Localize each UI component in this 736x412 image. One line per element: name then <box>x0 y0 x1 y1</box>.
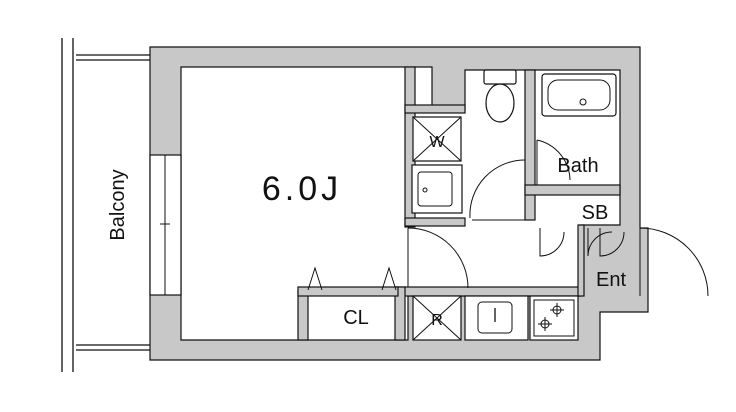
fridge-marker: R <box>431 312 443 329</box>
closet-label: CL <box>343 307 369 329</box>
bathtub-icon <box>541 73 617 117</box>
washer-pan-icon: W <box>412 116 462 162</box>
balcony-label: Balcony <box>107 169 129 240</box>
balcony: Balcony <box>61 38 150 372</box>
doors <box>307 139 709 297</box>
entrance-door <box>639 227 709 297</box>
refrigerator-space-icon: R <box>412 295 462 341</box>
bath-door <box>536 139 571 185</box>
washroom-door <box>469 159 526 221</box>
wash-basin-icon <box>411 164 463 214</box>
main-room-door <box>407 227 469 289</box>
washer-marker: W <box>429 134 445 151</box>
walls <box>149 46 649 361</box>
kitchen-sink-icon <box>464 295 529 341</box>
shoe-box-label: SB <box>582 202 609 224</box>
entrance-label: Ent <box>596 269 626 291</box>
toilet-icon <box>483 69 517 123</box>
bath-label: Bath <box>557 155 598 177</box>
shoe-box-doors <box>539 228 625 257</box>
stove-burners-icon <box>529 295 579 341</box>
closet-doors <box>307 266 397 291</box>
partitions <box>297 66 621 341</box>
main-room-label: 6.0J <box>262 170 342 208</box>
